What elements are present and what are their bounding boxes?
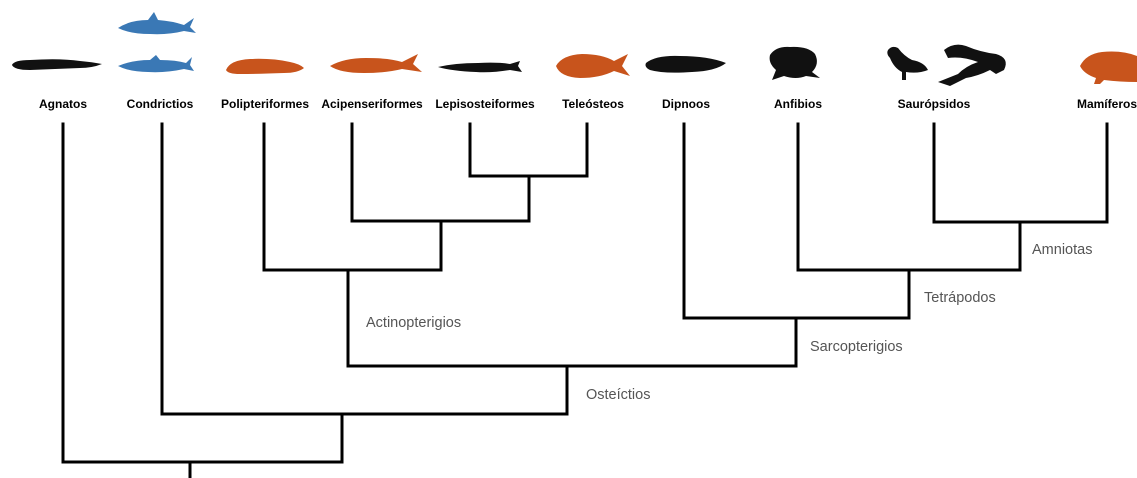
clade-label-amniotas: Amniotas [1032,242,1092,258]
taxon-label-sauropsidos: Saurópsidos [898,97,971,111]
branch-gar-teleost [470,124,587,176]
mammal-icon [1080,52,1137,85]
lamprey-icon [12,59,102,70]
branch-sturgeon-holostei [352,124,529,221]
gar-icon [438,61,522,72]
lungfish-icon [646,56,727,73]
branch-tetrapoda [798,124,1020,270]
frog-icon [770,47,820,80]
shark-icon [118,12,196,72]
taxon-label-agnatos: Agnatos [39,97,87,111]
taxon-label-polipteriformes: Polipteriformes [221,97,309,111]
taxon-label-teleosteos: Teleósteos [562,97,624,111]
bichir-icon [226,59,304,74]
clade-label-actinopterigios: Actinopterigios [366,315,461,331]
taxon-label-mamiferos: Mamíferos [1077,97,1137,111]
bird-and-lizard-icon [887,45,1005,86]
teleost-fish-icon [556,54,630,78]
taxon-label-anfibios: Anfibios [774,97,822,111]
clade-label-osteictios: Osteíctios [586,387,650,403]
sturgeon-icon [330,54,422,73]
taxon-label-condrictios: Condrictios [127,97,194,111]
taxon-label-dipnoos: Dipnoos [662,97,710,111]
taxon-label-acipenseriformes: Acipenseriformes [321,97,423,111]
clade-label-sarcopterigios: Sarcopterigios [810,339,903,355]
taxon-label-lepisosteiformes: Lepisosteiformes [435,97,535,111]
branch-amniota [934,124,1107,222]
clade-label-tetrapodos: Tetrápodos [924,290,996,306]
branch-vertebrata [63,124,342,462]
